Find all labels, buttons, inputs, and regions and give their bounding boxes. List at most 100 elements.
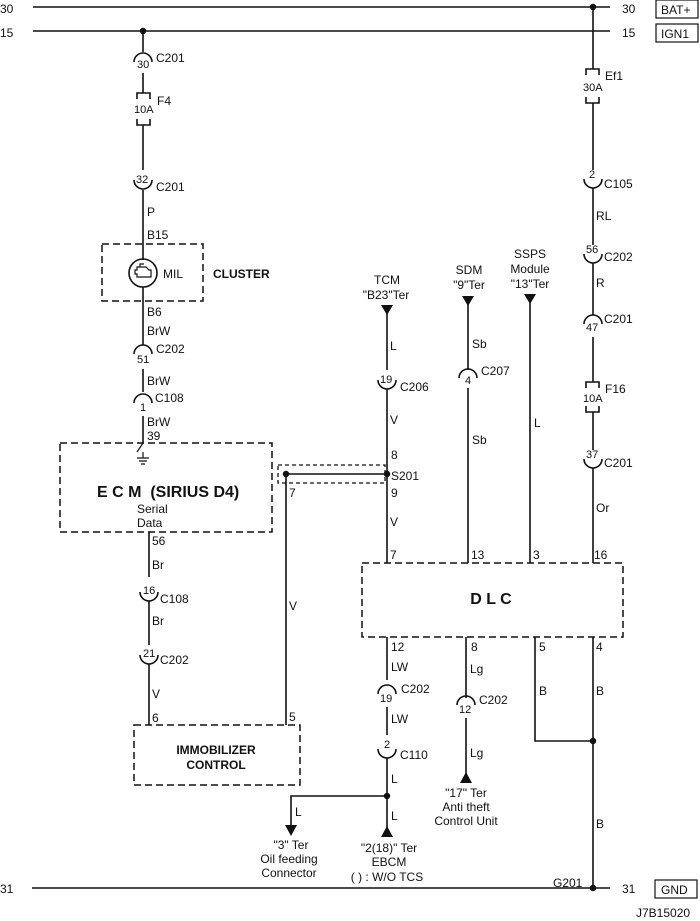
oil-feeding-terminal: "3" Ter Oil feeding Connector [260,838,317,880]
c201-pin-37: 37 [586,449,598,461]
ground-g201-label: G201 [553,876,583,890]
ground-branch: B B B [534,637,604,888]
c202-label: C202 [604,250,633,264]
wire-color-l: L [390,339,397,353]
connector-c202-51-icon [133,344,153,355]
sdm-branch: SDM "9"Ter Sb 4 C207 Sb [453,263,510,563]
c201-pin-32: 32 [136,174,148,186]
splice-dot [589,737,597,745]
wire-color-l: L [391,772,398,786]
wire-color-brw: BrW [147,415,171,429]
gnd-rail-left-num: 31 [0,882,14,896]
c110-pin-2: 2 [384,739,390,751]
wire-color-br: Br [152,614,164,628]
wire-color-brw: BrW [147,374,171,388]
fuse-ef1-rating: 30A [583,82,603,94]
terminal-arrow-up-icon [381,826,393,837]
wire-color-br: Br [152,558,164,572]
wire-color-lg: Lg [470,746,483,760]
dlc-pin: 16 [594,548,608,562]
fuse-ef1-top-icon [585,68,600,75]
gnd-rail: 31 31 GND G201 [0,876,698,899]
connector-c201-32-icon [133,179,153,190]
splice-pin-7: 7 [289,486,296,500]
ecm-box [59,442,273,533]
ebcm-note: ( ) : W/O TCS [351,870,423,884]
wire-color-b: B [596,817,604,831]
c108-pin-1: 1 [140,402,146,414]
antitheft-terminal: "17" Ter Anti theft Control Unit [434,786,498,828]
immobilizer-box [133,724,301,786]
wire-color-l: L [295,805,302,819]
left-branch: 30 C201 10A F4 32 C201 P B15 MIL CLUSTER… [101,27,270,465]
c206-label: C206 [400,380,429,394]
splice-s201-label: S201 [391,469,419,483]
fuse-f16-label: F16 [605,382,626,396]
c202-pin-56: 56 [586,244,598,256]
gnd-label: GND [661,883,688,897]
dlc-module: D L C 7 13 3 16 12 8 5 4 [361,548,624,654]
wire-color-sb: Sb [472,433,487,447]
wire-color-lw: LW [391,712,409,726]
immobilizer-label-1: IMMOBILIZER [176,743,256,757]
c202-pin-12: 12 [459,704,471,716]
pin-6: 6 [152,711,159,725]
ebcm-label: EBCM [372,855,407,869]
dlc-box [361,562,624,638]
ign-label-box [655,23,699,43]
fuse-f4-label: F4 [157,94,171,108]
ssps-module-label: Module [510,262,550,276]
connector-c202-19-icon [377,684,397,695]
dlc-pin: 7 [390,548,397,562]
wire-color-l: L [534,416,541,430]
wire-color-p: P [147,205,155,219]
ebcm-branch: LW 19 C202 LW 2 C110 L L L [285,637,430,837]
terminal-arrow-up-icon [460,772,472,783]
wire-color-lg: Lg [470,662,483,676]
c108-label: C108 [160,592,189,606]
ssps-terminal-label: "13"Ter [511,277,550,291]
connector-c201-30-icon [133,52,153,63]
ebcm-terminal: "2(18)" Ter EBCM ( ) : W/O TCS [351,841,423,884]
immobilizer-label-2: CONTROL [186,758,245,772]
wire-color-v: V [390,413,398,427]
c202-label: C202 [156,342,185,356]
c202-label: C202 [160,653,189,667]
bat-rail: 30 30 BAT+ [0,0,699,19]
ign-rail: 15 15 IGN1 [0,23,699,43]
wire-color-l: L [391,809,398,823]
c201-pin-30: 30 [137,59,149,71]
dlc-pin: 5 [539,640,546,654]
cluster-box [101,243,204,302]
c207-label: C207 [481,364,510,378]
connector-c202-12-icon [456,695,476,706]
tcm-terminal-label: "B23"Ter [363,288,410,302]
c202-label: C202 [401,682,430,696]
c105-label: C105 [604,177,633,191]
splice-s201: S201 7 8 9 [277,448,419,500]
dlc-pin: 12 [391,640,405,654]
tcm-branch: TCM "B23"Ter L 19 C206 V V [363,273,429,563]
sdm-label: SDM [456,263,483,277]
oil-terminal-label: "3" Ter [274,838,309,852]
pin-5: 5 [289,710,296,724]
ecm-module: E C M (SIRIUS D4) Serial Data 56 Br 16 C… [59,442,273,725]
connector-c108-1-icon [133,393,153,404]
dlc-pin: 3 [533,548,540,562]
wire-color-v: V [390,515,398,529]
pin-b6: B6 [147,305,162,319]
ecm-data-label: Data [137,516,163,530]
ssps-label: SSPS [514,247,546,261]
connector-c207-4-icon [458,368,478,379]
figure-id: J7B15020 [636,906,690,920]
antitheft-branch: Lg 12 C202 Lg [456,637,508,783]
dlc-pin: 13 [471,548,485,562]
c202-pin-51: 51 [137,354,149,366]
splice-dot [282,470,290,478]
ign-rail-right-num: 15 [622,26,636,40]
wire-color-b: B [596,684,604,698]
dlc-pin: 8 [471,640,478,654]
oil-feeding-label: Oil feeding [260,852,317,866]
ecm-serial-label: Serial [137,502,168,516]
